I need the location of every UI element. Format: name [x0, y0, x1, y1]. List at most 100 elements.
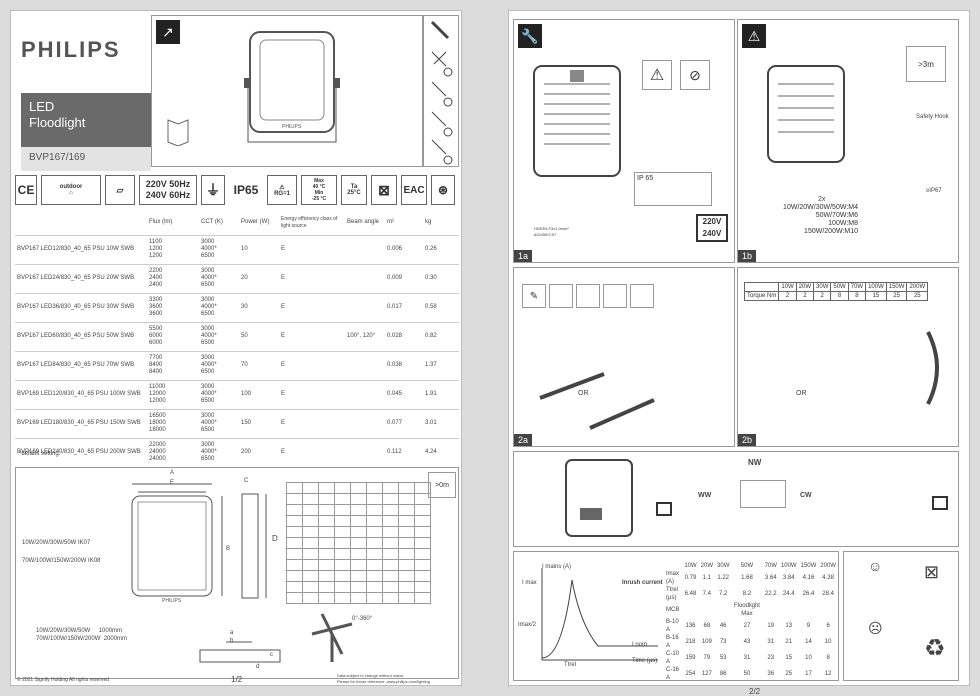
freq-1: 50Hz [169, 179, 191, 189]
flux-value: 16500 [149, 413, 166, 419]
product-name: BVP167 LED60/830_40_65 PSU 50W SWB [15, 322, 147, 352]
cct-value: 4000* [201, 304, 217, 310]
page-number-2: 2/2 [749, 687, 761, 696]
grid-cell [318, 592, 335, 604]
grid-cell [302, 515, 319, 527]
grid-cell [366, 581, 383, 593]
eec-value: E [279, 409, 345, 439]
inrush-value: 159 [685, 655, 696, 661]
inrush-value: 13 [785, 623, 793, 629]
product-line-2: Floodlight [29, 115, 86, 130]
grid-cell [318, 581, 335, 593]
inrush-value: 254 [685, 671, 696, 677]
grid-cell [350, 570, 367, 582]
energy-icon: ⊛ [431, 175, 455, 205]
torque-header: 50W [830, 282, 849, 292]
voltage-line-1: 220V 50Hz [146, 179, 191, 190]
beam-angle [345, 235, 385, 265]
dim-b: B [226, 546, 231, 552]
grid-cell [366, 526, 383, 538]
screw-list: 10W/20W/30W/50W:M4 50W/70W:M6 100W:M8 15… [768, 204, 858, 236]
flux-value: 2200 [149, 268, 163, 274]
inrush-value: 23 [767, 655, 775, 661]
header-flux: Flux (lm) [147, 211, 199, 236]
cct-value: 3000 [201, 297, 215, 303]
inrush-value: 17 [805, 671, 812, 677]
grid-cell [350, 592, 367, 604]
flux-value: 22000 [149, 442, 166, 448]
cct-value: 4000* [201, 362, 217, 368]
grid-cell [382, 570, 399, 582]
eec-value: E [279, 235, 345, 265]
page-number-1: 1/2 [231, 675, 243, 684]
grid-cell [334, 537, 351, 549]
step-2a-panel: ✎ OR 2a [513, 267, 735, 447]
tools-column [423, 15, 459, 167]
power-value: 150 [239, 409, 279, 439]
flux-value: 12000 [149, 398, 166, 404]
header-beam: Beam angle [345, 211, 385, 236]
cct-value: 6500 [201, 340, 215, 346]
area-label: m² [387, 219, 394, 226]
power-value: 20 [239, 264, 279, 294]
step-1b-panel: ⚠ >3m Safety Hook ≥IP67 2x 10W/20W/30W/5… [737, 19, 959, 263]
step-2b-label: 2b [738, 434, 757, 446]
mounting-icon: ▱ [105, 175, 135, 205]
grid-cell [286, 592, 303, 604]
grid-cell [366, 548, 383, 560]
grid-cell [286, 515, 303, 527]
ik-line-1: 10W/20W/30W/50W IK07 [22, 540, 91, 546]
voltage-220: 220V [702, 217, 722, 226]
grid-cell [334, 493, 351, 505]
inrush-value: 3.84 [782, 575, 795, 581]
outdoor-icon: outdoor⌂ [41, 175, 101, 205]
spec-table-header: Flux (lm) CCT (K) Power (W) Energy effic… [15, 211, 459, 236]
or-label-2a: OR [578, 390, 589, 397]
warning-icon-1: ⚠ [642, 60, 672, 90]
grid-cell [334, 570, 351, 582]
area-value: 0.028 [385, 322, 423, 352]
inrush-value: 4.16 [802, 575, 815, 581]
grid-cell [398, 548, 415, 560]
inrush-value: 43 [743, 639, 751, 645]
weight-value: 0.82 [423, 322, 459, 352]
step-2a-label: 2a [514, 434, 533, 446]
grid-cell [302, 559, 319, 571]
inrush-value [779, 602, 799, 618]
torque-value: 25 [906, 291, 929, 301]
product-name: BVP169 LED240/830_40_65 PSU 200W SWB [15, 438, 147, 468]
eec-value: E [279, 264, 345, 294]
cct-value: 3000 [201, 384, 215, 390]
inrush-value: 31 [743, 655, 751, 661]
torque-value: 8 [830, 291, 849, 301]
beam-angle: 100°, 120° [345, 322, 385, 352]
grid-cell [398, 515, 415, 527]
rg-label: RG=1 [274, 190, 290, 197]
grid-cell [350, 493, 367, 505]
grid-cell [286, 581, 303, 593]
power-value: 200 [239, 438, 279, 468]
imax2-label: Imax/2 [518, 622, 537, 628]
safety-hook-label: Safety Hook [916, 114, 949, 120]
cct-value: 4000* [201, 333, 217, 339]
weight-value: 0.26 [423, 235, 459, 265]
ip65-badge: IP 65 [637, 175, 654, 182]
beam-angle [345, 409, 385, 439]
product-name: BVP167 LED36/830_40_65 PSU 30W SWB [15, 293, 147, 323]
flux-value: 24000 [149, 456, 166, 462]
cct-value: 4000* [201, 420, 217, 426]
product-name: BVP167 LED24/830_40_65 PSU 20W SWB [15, 264, 147, 294]
inrush-value: 1.68 [741, 575, 753, 581]
area-value: 0.006 [385, 235, 423, 265]
weight-value: 3.01 [423, 409, 459, 439]
min-label: Min [314, 190, 324, 196]
